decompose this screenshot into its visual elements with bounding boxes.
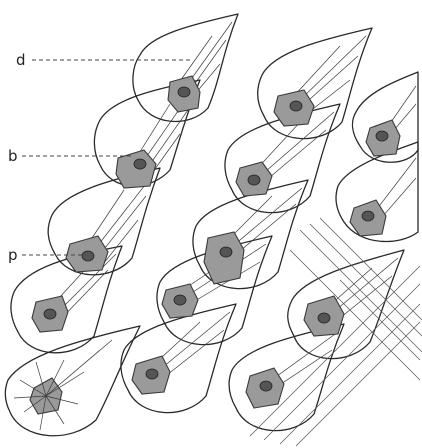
cell	[115, 149, 157, 189]
nucleus	[361, 210, 375, 222]
cells-group	[13, 75, 401, 431]
pigment-cell	[13, 339, 113, 431]
nucleus	[81, 250, 95, 262]
scale	[120, 303, 237, 414]
scale	[228, 323, 345, 432]
scale	[335, 141, 419, 243]
label-b: b	[8, 147, 18, 165]
scale	[287, 249, 405, 360]
nucleus	[173, 294, 187, 306]
nucleus	[145, 368, 159, 380]
hatching	[249, 217, 422, 447]
scale	[351, 71, 419, 163]
scale	[47, 167, 161, 276]
scale	[10, 245, 123, 354]
nucleus	[43, 308, 57, 320]
scale	[132, 13, 239, 122]
nucleus	[259, 380, 273, 392]
scale	[4, 325, 141, 437]
nucleus	[375, 130, 389, 142]
label-d: d	[16, 51, 26, 69]
nucleus	[247, 174, 261, 186]
cell	[203, 231, 245, 285]
nucleus	[177, 86, 191, 98]
scales-group	[4, 13, 419, 437]
scale	[257, 27, 373, 140]
label-p: p	[8, 246, 18, 264]
nucleus	[289, 100, 303, 112]
scale	[93, 79, 201, 187]
nucleus	[219, 246, 233, 258]
nucleus	[317, 312, 331, 324]
nucleus	[133, 158, 147, 170]
